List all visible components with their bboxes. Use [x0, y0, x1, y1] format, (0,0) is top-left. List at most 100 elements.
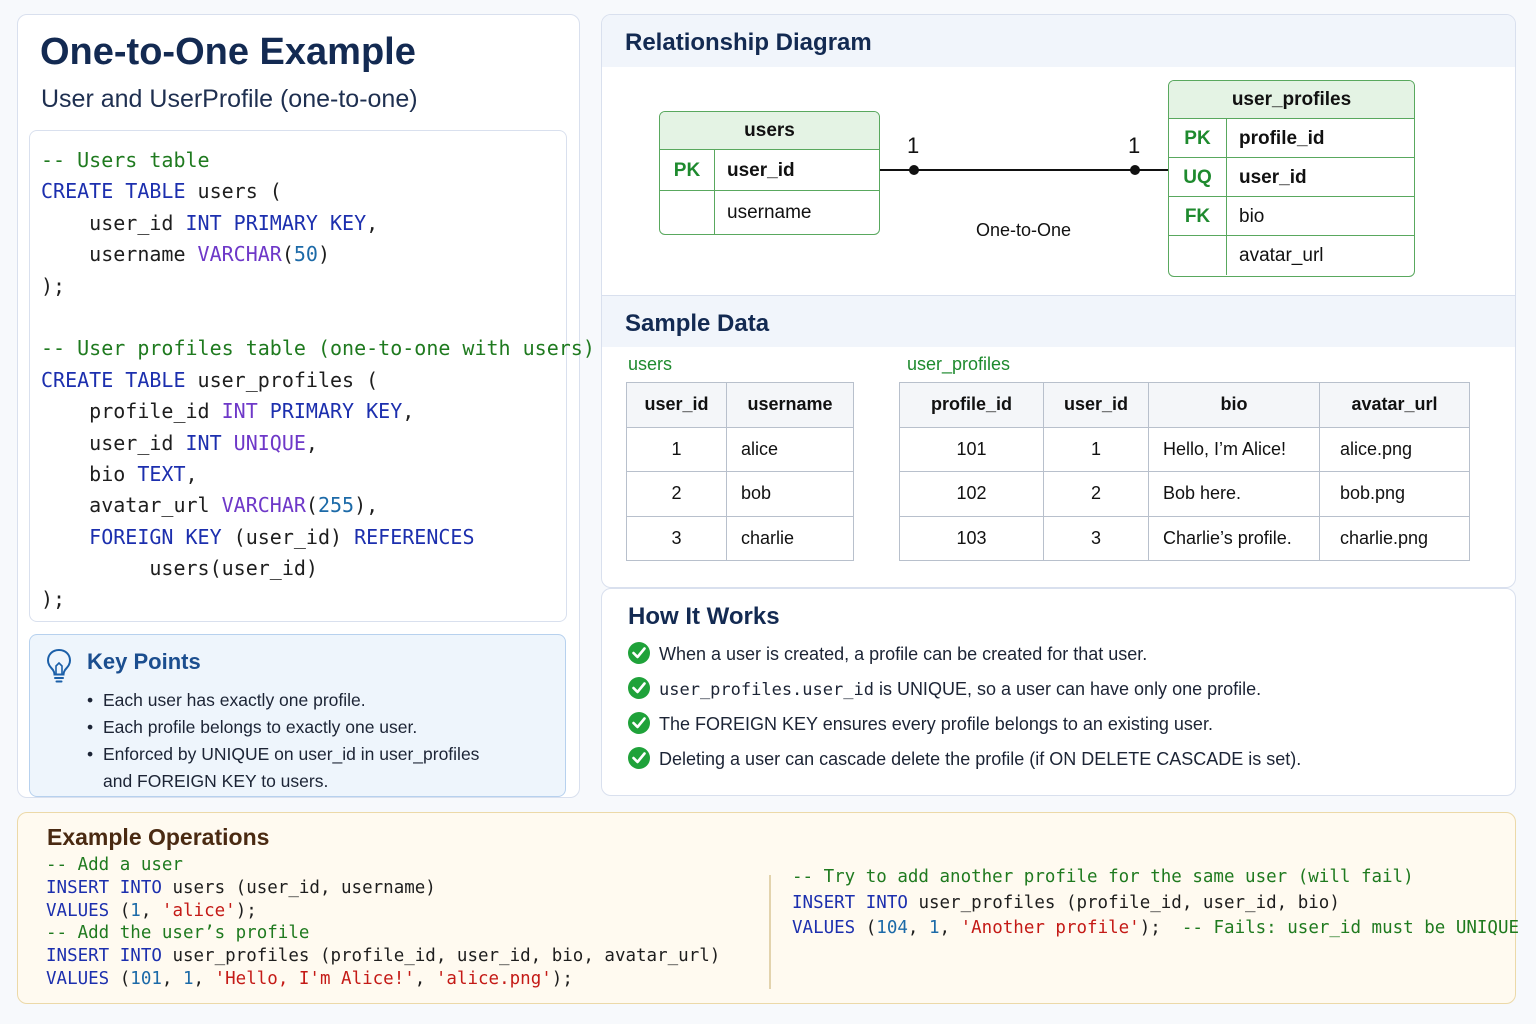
table-cell: 103	[899, 515, 1044, 561]
code-token: 'Hello, I'm Alice!'	[214, 968, 415, 989]
how-it-works-text: When a user is created, a profile can be…	[659, 644, 1148, 664]
code-line: -- Users table	[41, 145, 595, 176]
sample-data-header: Sample Data	[602, 295, 1515, 347]
code-token: ,	[402, 399, 415, 424]
code-token: user_id	[41, 430, 186, 455]
user-profiles-entity: user_profiles PK profile_id UQ user_id F…	[1168, 80, 1415, 277]
table-row: 103 3 Charlie’s profile. charlie.png	[899, 515, 1470, 561]
table-cell: alice	[726, 426, 854, 472]
table-cell: 101	[899, 426, 1044, 472]
divider	[769, 875, 771, 989]
how-it-works-panel: How It Works When a user is created, a p…	[601, 588, 1516, 796]
how-it-works-text: is UNIQUE, so a user can have only one p…	[873, 679, 1262, 699]
how-it-works-text: Deleting a user can cascade delete the p…	[659, 749, 1302, 769]
users-entity-row: username	[660, 191, 879, 234]
table-cell: 3	[1043, 515, 1149, 561]
table-cell: bob	[726, 471, 854, 517]
code-token: TEXT	[137, 461, 186, 486]
code-token: VALUES	[792, 918, 856, 938]
code-token: VARCHAR	[197, 242, 282, 267]
table-row: 2 bob	[626, 471, 854, 517]
entity-field: avatar_url	[1239, 245, 1324, 266]
cardinality-right: 1	[1128, 133, 1141, 158]
code-token: VARCHAR	[221, 493, 306, 518]
code-line: profile_id INT PRIMARY KEY,	[41, 396, 595, 427]
code-line: -- Add a user	[46, 854, 720, 877]
code-token	[41, 525, 89, 549]
code-token: CREATE TABLE	[41, 367, 186, 392]
code-token: user_profiles (profile_id, user_id, bio,…	[161, 946, 721, 967]
code-token: ,	[185, 461, 198, 486]
entity-field: username	[727, 202, 812, 223]
table-row: 102 2 Bob here. bob.png	[899, 471, 1470, 517]
code-token: );	[1139, 918, 1182, 938]
code-token: -- User profiles table (one-to-one with …	[41, 336, 595, 361]
code-line: username VARCHAR(50)	[41, 239, 595, 270]
profiles-entity-row: FK bio	[1169, 197, 1414, 236]
code-token: ,	[161, 968, 183, 989]
code-token: (	[109, 968, 131, 989]
users-entity-row: PK user_id	[660, 150, 879, 191]
code-token: INT	[221, 399, 258, 424]
code-token: users (	[185, 179, 282, 204]
code-token: users(user_id)	[41, 556, 318, 581]
table-cell: 102	[899, 471, 1044, 517]
entity-key-badge	[1169, 236, 1227, 275]
how-it-works-item: Deleting a user can cascade delete the p…	[628, 746, 1301, 772]
code-token: profile_id	[41, 399, 222, 424]
code-token: FOREIGN KEY	[89, 524, 222, 549]
code-line: -- User profiles table (one-to-one with …	[41, 333, 595, 364]
code-token: PRIMARY KEY	[257, 399, 403, 424]
users-table-label: users	[628, 354, 673, 374]
code-line: avatar_url VARCHAR(255),	[41, 490, 595, 521]
code-token: 'Another profile'	[960, 918, 1140, 938]
entity-key-badge: PK	[660, 150, 715, 190]
entity-key-badge: UQ	[1169, 158, 1227, 196]
check-circle-icon	[628, 747, 650, 770]
check-circle-icon	[628, 642, 650, 665]
how-it-works-item: When a user is created, a profile can be…	[628, 641, 1147, 667]
key-points-title: Key Points	[87, 649, 201, 674]
table-cell: 3	[626, 515, 727, 561]
key-point-item: Enforced by UNIQUE on user_id in user_pr…	[87, 741, 497, 795]
code-token: ,	[305, 430, 318, 455]
code-token: INSERT INTO	[792, 892, 908, 913]
inline-code: user_profiles.user_id	[659, 680, 874, 700]
code-token: (	[109, 900, 131, 921]
code-line: CREATE TABLE user_profiles (	[41, 365, 595, 396]
page-subtitle: User and UserProfile (one-to-one)	[41, 85, 418, 113]
code-token: 255	[317, 493, 355, 518]
diagram-header: Relationship Diagram	[602, 15, 1515, 67]
code-token: INSERT INTO	[46, 877, 162, 898]
table-cell: 2	[1043, 471, 1149, 517]
code-token: -- Users table	[41, 148, 210, 172]
code-token: users (user_id, username)	[161, 877, 436, 898]
code-token: INSERT INTO	[46, 946, 162, 967]
schema-panel: One-to-One Example User and UserProfile …	[17, 14, 595, 798]
code-token: );	[551, 968, 573, 989]
code-token: INT	[185, 430, 222, 455]
diagram-title: Relationship Diagram	[625, 29, 872, 56]
code-line: );	[41, 584, 595, 615]
table-cell: Hello, I’m Alice!	[1148, 426, 1320, 472]
code-line: -- Add the user’s profile	[46, 922, 720, 945]
table-cell: 2	[626, 471, 727, 517]
code-token: ,	[193, 968, 215, 989]
code-token: -- Try to add another profile for the sa…	[792, 867, 1414, 887]
column-header: username	[726, 382, 854, 428]
how-it-works-text: The FOREIGN KEY ensures every profile be…	[659, 714, 1213, 734]
code-token: 50	[293, 242, 318, 267]
user-profiles-sample-table: profile_id user_id bio avatar_url 101 1 …	[899, 382, 1470, 561]
entity-key-badge: PK	[1169, 119, 1227, 157]
table-cell: charlie	[726, 515, 854, 561]
code-token: 101	[130, 968, 162, 989]
example-operations-title: Example Operations	[47, 824, 270, 850]
code-token: (	[855, 918, 877, 938]
entity-field: profile_id	[1239, 128, 1325, 149]
code-line: FOREIGN KEY (user_id) REFERENCES	[41, 522, 595, 553]
users-sample-table: user_id username 1 alice 2 bob 3 charlie	[626, 382, 854, 561]
column-header: bio	[1148, 382, 1320, 428]
code-token: )	[317, 242, 331, 267]
